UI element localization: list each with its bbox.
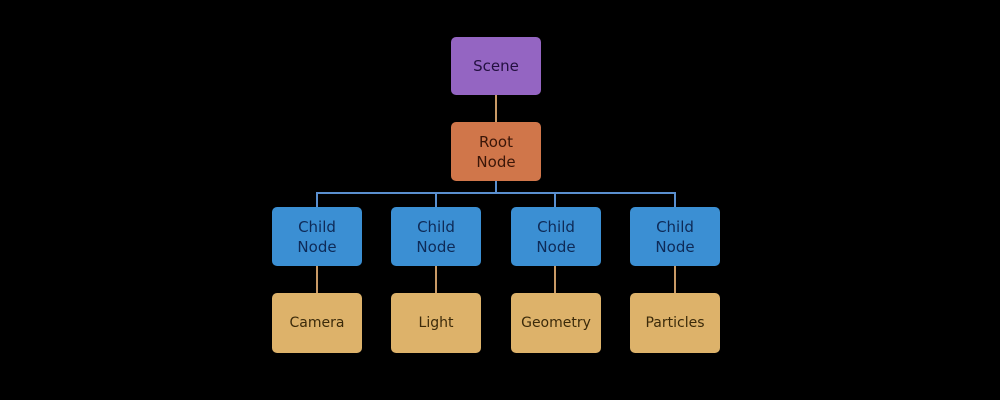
leaf-node-geometry: Geometry bbox=[511, 293, 601, 353]
edge-bus-child-1 bbox=[316, 192, 318, 207]
edge-child-leaf-3 bbox=[554, 266, 556, 293]
edge-bus-child-4 bbox=[674, 192, 676, 207]
edge-child-leaf-1 bbox=[316, 266, 318, 293]
leaf-node-light: Light bbox=[391, 293, 481, 353]
edge-child-leaf-4 bbox=[674, 266, 676, 293]
edge-root-bus bbox=[495, 181, 497, 193]
scene-node: Scene bbox=[451, 37, 541, 95]
edge-bus-child-2 bbox=[435, 192, 437, 207]
edge-scene-root bbox=[495, 95, 497, 122]
child-node-1: Child Node bbox=[272, 207, 362, 266]
child-node-2: Child Node bbox=[391, 207, 481, 266]
leaf-node-particles: Particles bbox=[630, 293, 720, 353]
edge-bus-horizontal bbox=[317, 192, 676, 194]
root-node: Root Node bbox=[451, 122, 541, 181]
edge-child-leaf-2 bbox=[435, 266, 437, 293]
leaf-node-camera: Camera bbox=[272, 293, 362, 353]
child-node-3: Child Node bbox=[511, 207, 601, 266]
edge-bus-child-3 bbox=[554, 192, 556, 207]
child-node-4: Child Node bbox=[630, 207, 720, 266]
